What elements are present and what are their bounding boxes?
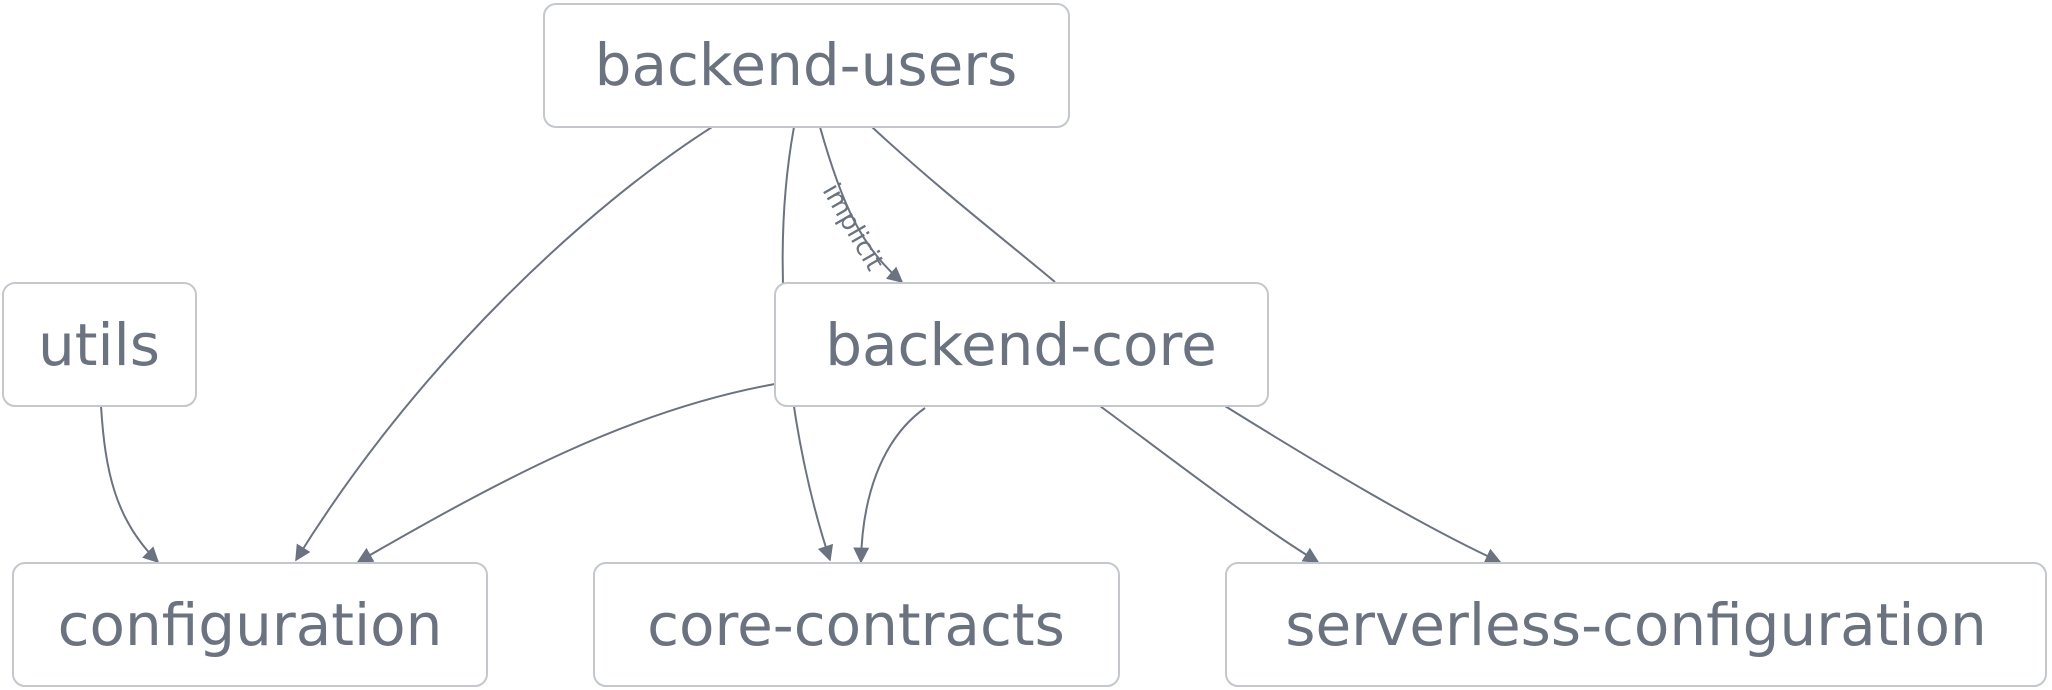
node-utils[interactable]: utils: [2, 282, 197, 407]
node-configuration[interactable]: configuration: [12, 562, 488, 687]
edge-label-implicit: implicit: [816, 179, 890, 276]
node-serverless-configuration[interactable]: serverless-configuration: [1225, 562, 2047, 687]
edge-backend-users-to-serverless-configuration: [871, 126, 1056, 283]
node-backend-users[interactable]: backend-users: [543, 3, 1070, 128]
node-label: core-contracts: [647, 591, 1065, 659]
edge-backend-users-to-configuration: [295, 126, 713, 562]
node-label: backend-users: [595, 31, 1018, 99]
edge-backend-core-to-serverless-configuration-a: [1099, 405, 1320, 563]
node-label: configuration: [58, 591, 443, 659]
node-backend-core[interactable]: backend-core: [774, 282, 1269, 407]
edge-backend-core-to-serverless-configuration-b: [1224, 405, 1502, 564]
edge-backend-core-to-configuration: [356, 383, 776, 563]
node-label: serverless-configuration: [1285, 591, 1987, 659]
node-box: [543, 3, 1070, 128]
node-box: [774, 282, 1269, 407]
node-label: backend-core: [825, 311, 1217, 379]
edge-backend-users-to-backend-core-implicit: [819, 126, 904, 284]
node-box: [1225, 562, 2047, 687]
node-core-contracts[interactable]: core-contracts: [593, 562, 1120, 687]
node-box: [593, 562, 1120, 687]
node-box: [2, 282, 197, 407]
node-label: utils: [38, 311, 160, 379]
node-box: [12, 562, 488, 687]
edge-backend-core-to-core-contracts: [853, 407, 926, 564]
edge-utils-to-configuration: [100, 405, 160, 564]
